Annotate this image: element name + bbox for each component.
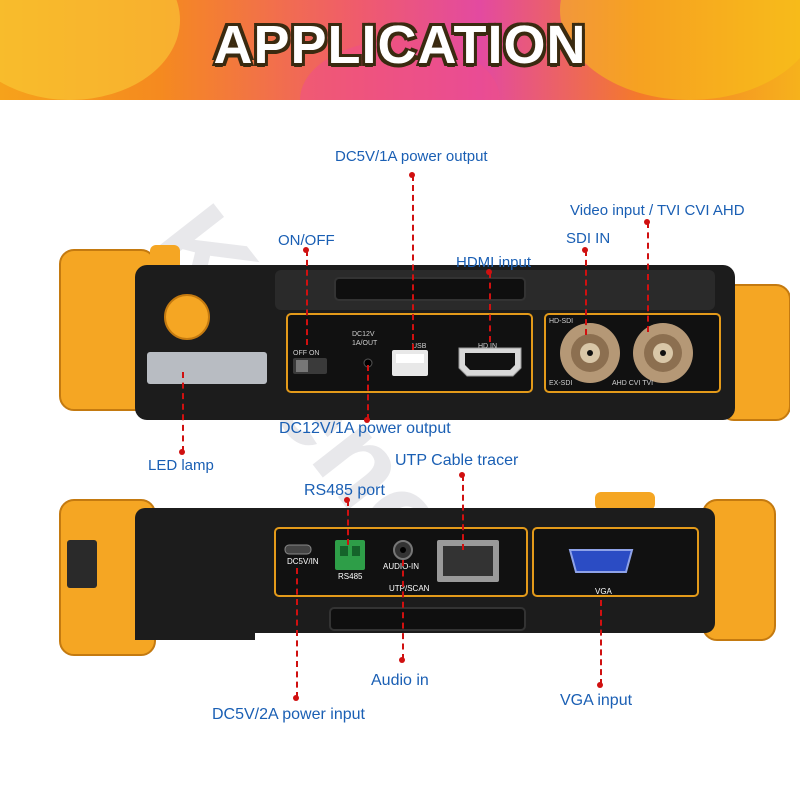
banner-title: APPLICATION xyxy=(213,15,587,75)
top-device-image xyxy=(59,245,790,421)
port-label-dc5v-in: DC5V/IN xyxy=(287,557,319,566)
callout-line-video-input xyxy=(647,222,649,332)
port-label-ex-sdi: EX-SDI xyxy=(549,380,573,387)
callout-dot xyxy=(344,497,350,503)
callout-line-on-off xyxy=(306,250,308,345)
callout-dot xyxy=(582,247,588,253)
callout-dot xyxy=(644,219,650,225)
callout-dot xyxy=(303,247,309,253)
bottom-device-image xyxy=(59,492,776,656)
label-hdmi-input: HDMI input xyxy=(456,254,532,271)
callout-line-led xyxy=(182,372,184,452)
port-label-ahd-cvi-tvi: AHD CVI TVI xyxy=(612,380,654,387)
callout-dot xyxy=(409,172,415,178)
label-sdi-in: SDI IN xyxy=(566,230,611,247)
callout-dot xyxy=(293,695,299,701)
callout-line-dc5v-usb xyxy=(412,175,414,350)
callout-dot xyxy=(459,472,465,478)
application-banner: APPLICATION xyxy=(0,0,800,100)
callout-dot xyxy=(399,657,405,663)
label-audio-in: Audio in xyxy=(371,672,429,689)
port-label-hd-in: HD IN xyxy=(478,343,498,350)
callout-line-hdmi xyxy=(489,272,491,342)
label-led-lamp: LED lamp xyxy=(148,457,214,474)
port-label-rs485: RS485 xyxy=(338,572,363,581)
port-label-audio-in: AUDIO-IN xyxy=(383,562,419,571)
callout-dot xyxy=(179,449,185,455)
label-dc5v-2a: DC5V/2A power input xyxy=(212,706,365,723)
port-label-hd-sdi: HD-SDI xyxy=(549,318,574,325)
callout-dot xyxy=(364,417,370,423)
callout-dot xyxy=(486,269,492,275)
callout-line-sdi-in xyxy=(585,250,587,335)
label-video-input: Video input / TVI CVI AHD xyxy=(570,202,745,219)
port-label-utp-scan: UTP/SCAN xyxy=(389,584,430,593)
callout-line-dc5v-2a xyxy=(296,568,298,698)
port-label-vga: VGA xyxy=(595,587,612,596)
label-dc5v-usb: DC5V/1A power output xyxy=(335,148,488,165)
callout-line-utp xyxy=(462,475,464,550)
label-dc12v: DC12V/1A power output xyxy=(279,420,451,437)
label-utp-tracer: UTP Cable tracer xyxy=(395,452,519,469)
callout-dot xyxy=(597,682,603,688)
label-vga-input: VGA input xyxy=(560,692,633,709)
callout-line-vga xyxy=(600,600,602,685)
callout-line-dc12v xyxy=(367,365,369,420)
port-label-usb: USB xyxy=(412,343,427,350)
callout-line-rs485 xyxy=(347,500,349,545)
label-rs485-port: RS485 port xyxy=(304,482,385,499)
callout-line-audio xyxy=(402,560,404,660)
label-on-off: ON/OFF xyxy=(278,232,335,249)
port-label-dc12v-out: DC12V 1A/OUT xyxy=(352,331,378,347)
port-label-off-on: OFF ON xyxy=(293,350,320,357)
